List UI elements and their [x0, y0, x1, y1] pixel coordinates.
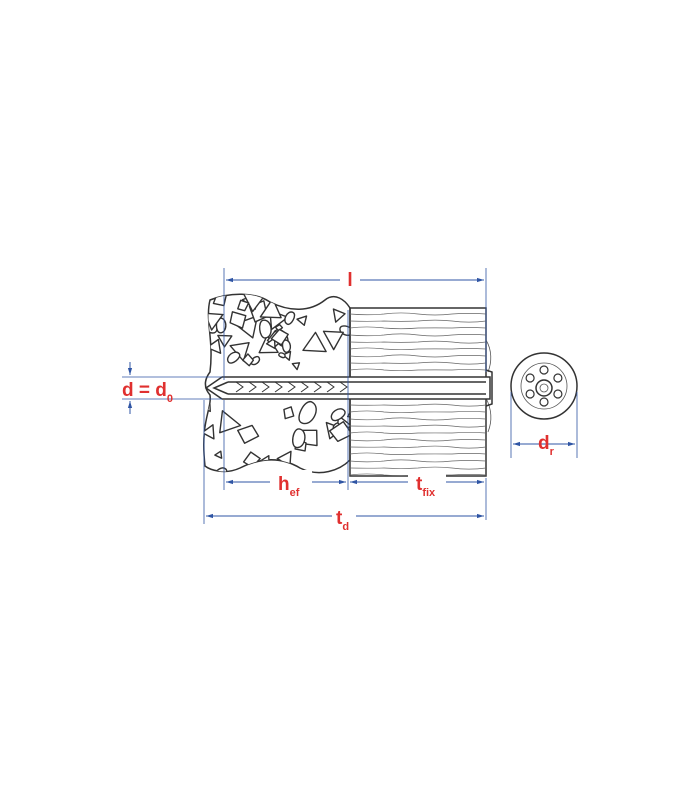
aggregate-stone — [302, 331, 327, 353]
wood-grain-line — [350, 424, 486, 428]
aggregate-stone — [330, 408, 346, 422]
anchor-rib — [274, 381, 283, 393]
aggregate-stone — [214, 467, 228, 473]
wood-grain-line — [350, 417, 486, 421]
wood-grain-line — [350, 368, 486, 372]
aggregate-stone — [276, 450, 292, 467]
aggregate-stone — [226, 351, 241, 364]
head-hole — [553, 373, 563, 383]
anchor-rib — [339, 381, 348, 393]
wood-grain-line — [350, 445, 486, 449]
label-hef: hef — [278, 474, 300, 499]
wood-grain-line — [350, 354, 486, 358]
anchor-rib — [248, 381, 257, 393]
anchor-rib — [326, 381, 335, 393]
wood-grain-line — [350, 431, 486, 434]
aggregate-stone — [278, 352, 286, 359]
aggregate-stone — [217, 334, 233, 348]
aggregate-stone — [322, 330, 344, 351]
wood-grain-line — [350, 326, 486, 330]
wood-grain-line — [350, 312, 486, 316]
aggregate-stone — [229, 311, 247, 329]
aggregate-stone — [270, 328, 289, 346]
dimension-l: l — [223, 268, 487, 380]
anchor-head-end-view — [510, 352, 578, 420]
aggregate-stone — [332, 308, 346, 323]
label-tfix: tfix — [416, 474, 436, 499]
wood-grain-line — [350, 466, 486, 470]
wood-grain-line — [350, 459, 486, 463]
anchor-rib — [313, 381, 322, 393]
aggregate-stone — [296, 315, 308, 326]
aggregate-stone — [234, 315, 259, 339]
aggregate-stone — [283, 406, 295, 420]
aggregate-stone — [206, 338, 222, 354]
aggregate-stone — [274, 323, 284, 332]
aggregate-stone — [212, 294, 228, 307]
aggregate-stone — [214, 450, 223, 459]
anchor-rib — [261, 381, 270, 393]
aggregate-stone — [292, 428, 306, 449]
head-hole — [539, 397, 549, 407]
wood-grain-line — [350, 438, 486, 442]
head-hole — [525, 373, 535, 383]
wood-grain-line — [350, 452, 486, 455]
aggregate-stone — [242, 353, 255, 367]
wood-fixture — [349, 307, 492, 477]
aggregate-stone — [237, 299, 250, 312]
aggregate-stone — [237, 424, 260, 444]
aggregate-stone — [219, 410, 242, 434]
label-l: l — [347, 270, 352, 291]
wood-grain-line — [350, 340, 486, 344]
aggregate-stone — [298, 401, 317, 425]
anchor-body — [204, 369, 493, 407]
dimension-dr: dr — [510, 392, 578, 458]
anchor-rib — [235, 381, 244, 393]
anchor-ribs — [235, 381, 348, 393]
wood-grain-line — [350, 410, 486, 414]
anchor-head-holes — [525, 365, 563, 407]
aggregate-stone — [282, 350, 292, 361]
head-hole — [539, 365, 549, 375]
head-hole — [525, 389, 535, 399]
aggregate-stone — [328, 420, 350, 443]
dimension-hef: hef — [223, 310, 349, 499]
anchor-rib — [287, 381, 296, 393]
wood-grain-line — [350, 347, 486, 351]
label-dr: dr — [538, 433, 555, 458]
label-d-equals-d0: d = d0 — [122, 380, 173, 405]
dimension-tfix: tfix — [350, 470, 487, 520]
head-hole — [553, 389, 563, 399]
dimension-d: d = d0 — [122, 362, 222, 414]
dimension-td: td — [203, 400, 484, 533]
wood-grain-pattern — [350, 312, 486, 476]
aggregate-stone — [259, 297, 282, 319]
aggregate-stone — [265, 337, 276, 350]
concrete-aggregate-pattern — [203, 294, 350, 473]
aggregate-stone — [203, 424, 215, 440]
label-td: td — [336, 508, 349, 533]
wood-grain-line — [350, 319, 486, 323]
wood-grain-line — [350, 333, 486, 337]
aggregate-stone — [284, 311, 296, 325]
anchor-rib — [300, 381, 309, 393]
wood-grain-line — [350, 403, 486, 407]
aggregate-stone — [258, 319, 272, 339]
aggregate-stone — [291, 362, 301, 371]
wood-grain-line — [350, 361, 486, 365]
concrete-substrate — [203, 293, 351, 474]
